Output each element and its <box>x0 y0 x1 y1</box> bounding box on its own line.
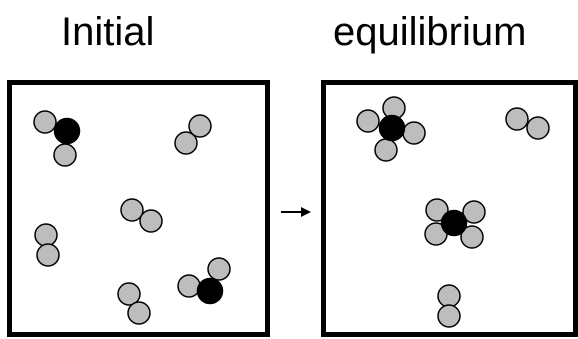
gray-atom <box>36 243 60 267</box>
gray-atom <box>356 109 380 133</box>
initial-panel-title: Initial <box>61 10 155 54</box>
black-atom <box>440 209 468 237</box>
gray-atom <box>34 223 58 247</box>
gray-atom <box>425 198 449 222</box>
equilibrium-panel-frame <box>321 80 578 337</box>
gray-atom <box>460 225 484 249</box>
gray-atom <box>53 143 77 167</box>
gray-atom <box>33 110 57 134</box>
gray-atom <box>526 116 550 140</box>
black-atom <box>196 277 224 305</box>
black-atom <box>378 114 406 142</box>
molecule-gray-pair <box>117 282 151 325</box>
gray-atom <box>437 284 461 308</box>
molecule-black-with-two-gray <box>177 257 231 305</box>
gray-atom <box>374 138 398 162</box>
right-arrow-icon <box>281 207 311 217</box>
equilibrium-molecules <box>356 96 550 328</box>
molecule-black-with-two-gray <box>33 110 81 167</box>
gray-atom <box>462 200 486 224</box>
gray-atom <box>174 131 198 155</box>
gray-atom <box>117 282 141 306</box>
molecule-black-with-four-gray <box>356 96 426 162</box>
gray-atom <box>505 107 529 131</box>
black-atom <box>53 117 81 145</box>
molecule-gray-pair <box>120 198 163 233</box>
gray-atom <box>437 304 461 328</box>
molecule-gray-pair <box>34 223 60 267</box>
equilibrium-panel-title: equilibrium <box>333 10 527 54</box>
molecule-gray-pair <box>174 114 212 155</box>
gray-atom <box>207 257 231 281</box>
gray-atom <box>139 209 163 233</box>
molecule-gray-pair <box>437 284 461 328</box>
initial-molecules <box>33 110 231 325</box>
initial-panel-frame <box>7 80 270 337</box>
gray-atom <box>188 114 212 138</box>
molecule-black-with-four-gray <box>424 198 486 249</box>
gray-atom <box>177 274 201 298</box>
gray-atom <box>402 121 426 145</box>
gray-atom <box>120 198 144 222</box>
molecule-gray-pair <box>505 107 550 140</box>
gray-atom <box>127 301 151 325</box>
